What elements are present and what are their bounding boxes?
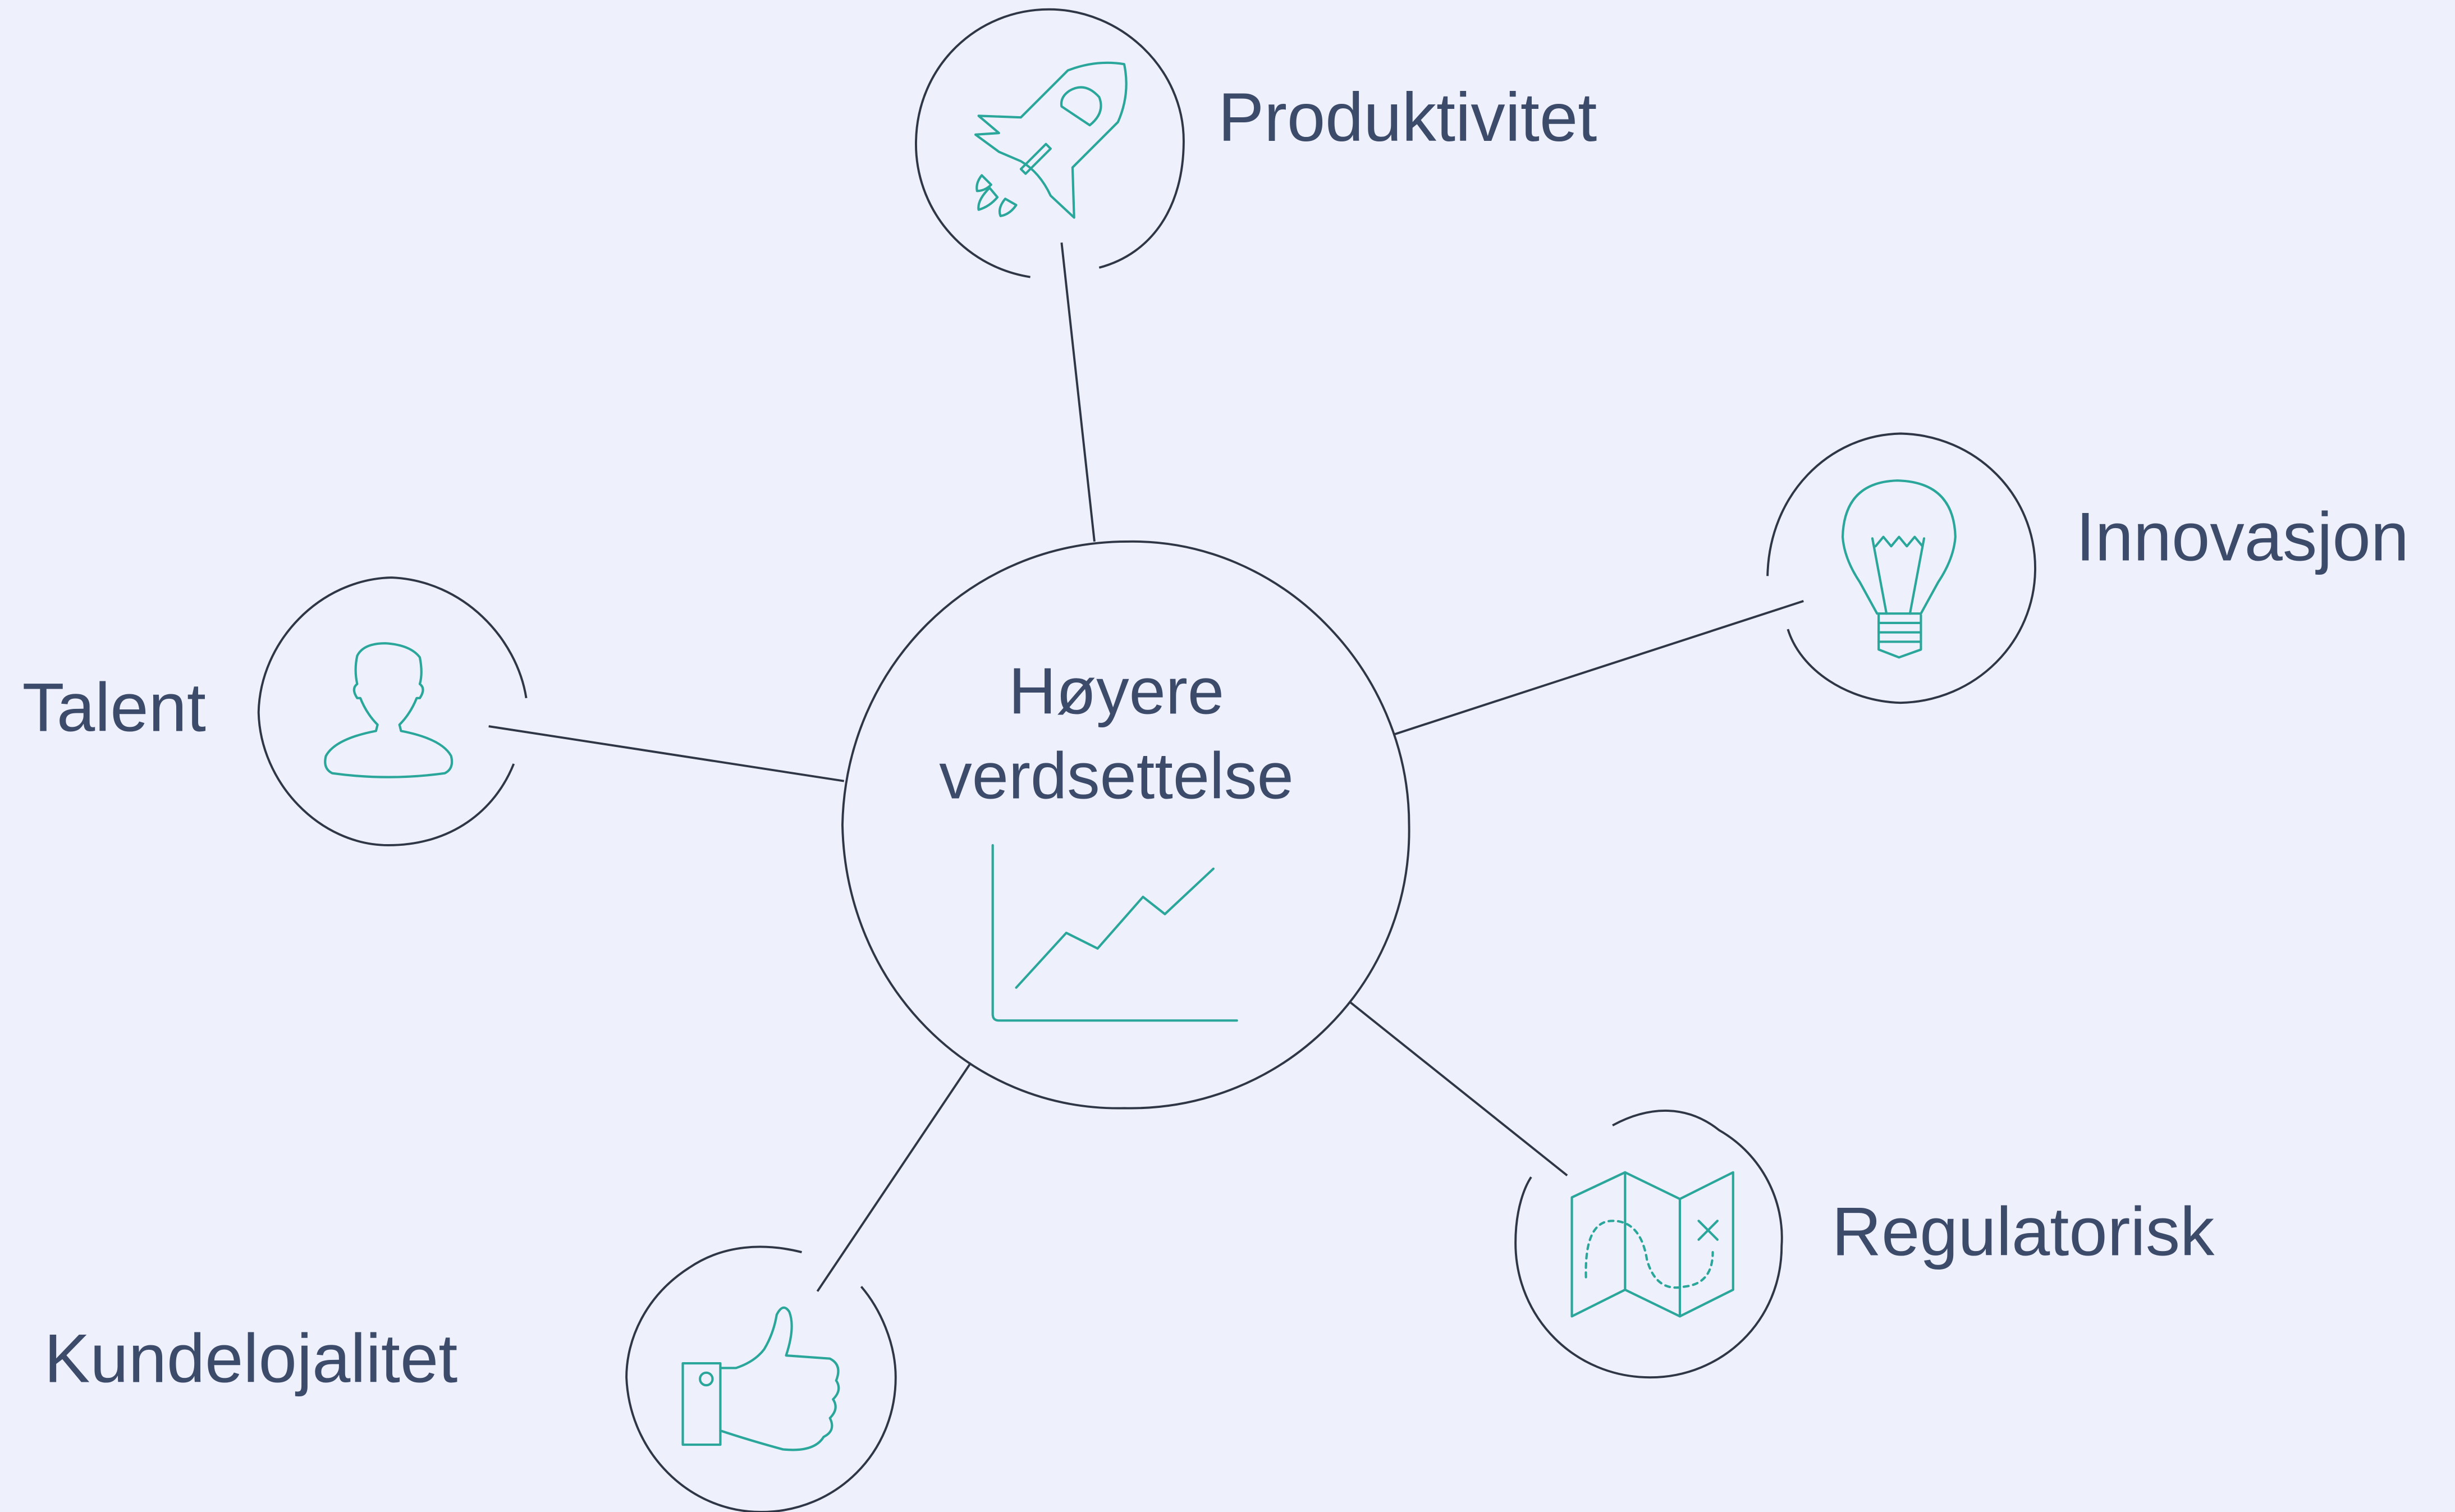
rocket-icon <box>974 61 1128 219</box>
productivity-ring <box>915 8 1185 278</box>
regulatory-ring <box>1514 1109 1783 1379</box>
node-productivity: Produktivitet <box>915 8 1597 278</box>
person-icon <box>324 642 454 778</box>
talent-label: Talent <box>22 669 206 746</box>
connector-regulatory <box>1349 1001 1568 1176</box>
node-loyalty: Kundelojalitet <box>44 1245 897 1512</box>
connectors <box>488 242 1804 1292</box>
connector-talent <box>488 725 845 782</box>
talent-ring <box>257 576 528 846</box>
node-innovation: Innovasjon <box>1766 432 2409 704</box>
map-icon <box>1570 1171 1734 1318</box>
regulatory-label: Regulatorisk <box>1831 1194 2215 1271</box>
node-regulatory: Regulatorisk <box>1514 1109 2215 1379</box>
thumbs-up-icon <box>681 1306 840 1451</box>
loyalty-label: Kundelojalitet <box>44 1321 458 1398</box>
loyalty-ring <box>625 1245 897 1512</box>
growth-chart-icon <box>991 844 1238 1022</box>
node-talent: Talent <box>22 576 528 846</box>
lightbulb-icon <box>1841 479 1957 659</box>
center-title-line1: Høyere <box>1009 654 1224 728</box>
productivity-label: Produktivitet <box>1218 79 1597 156</box>
connector-loyalty <box>816 1062 972 1292</box>
connector-innovation <box>1394 600 1804 735</box>
center-hub: Høyere verdsettelse <box>841 540 1410 1110</box>
connector-productivity <box>1060 242 1096 542</box>
innovation-label: Innovasjon <box>2076 498 2409 575</box>
innovation-ring <box>1766 432 2036 704</box>
center-title-line2: verdsettelse <box>939 739 1294 812</box>
center-ring <box>841 540 1410 1110</box>
